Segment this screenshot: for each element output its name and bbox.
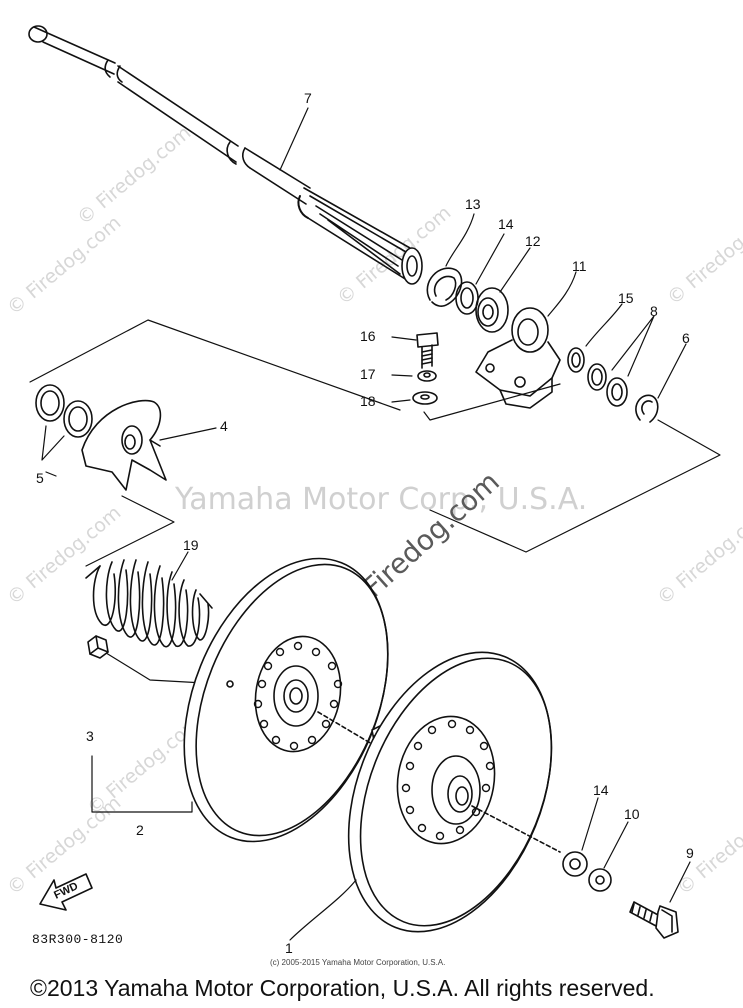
part-label-8: 8 [650,303,658,319]
bracket-11-part [475,307,561,409]
part-label-5: 5 [36,470,44,486]
cam-slider-4-part [81,399,167,491]
washer-17-part [417,370,437,382]
part-label-14-upper: 14 [498,216,514,232]
part-label-7: 7 [304,90,312,106]
fwd-arrow-icon [39,873,93,911]
bolt-16-part [416,332,439,369]
leader-lines [41,107,691,941]
footer-copyright: ©2013 Yamaha Motor Corporation, U.S.A. A… [30,975,655,1001]
drawing-code: 83R300-8120 [32,932,124,947]
bushing-15-part [567,347,585,373]
part-label-6: 6 [682,330,690,346]
part-label-1: 1 [285,940,293,956]
washer-14-lower-part [562,851,588,877]
part-label-2: 2 [136,822,144,838]
spring-19-part [85,559,213,648]
part-label-17: 17 [360,366,376,382]
shaft-part [28,25,423,285]
part-label-13: 13 [465,196,481,212]
circlip-6-part [635,394,659,423]
small-copyright: (c) 2005-2015 Yamaha Motor Corporation, … [270,958,446,967]
part-label-12: 12 [525,233,541,249]
washers-8-part [587,363,628,407]
washer-14-part [455,281,479,315]
part-label-14-lower: 14 [593,782,609,798]
washer-10-part [588,868,612,892]
primary-sheave-2-part [183,557,389,843]
part-label-10: 10 [624,806,640,822]
bolt-9-part [629,901,679,939]
part-label-9: 9 [686,845,694,861]
washer-18-part [412,391,438,405]
part-label-15: 15 [618,290,634,306]
part-label-11: 11 [572,258,587,274]
part-label-18: 18 [360,393,376,409]
secondary-sheave-1-part [347,651,561,933]
bearing-12-part [475,287,509,333]
nut-3-part [87,635,109,659]
part-label-16: 16 [360,328,376,344]
hub-axis-line [317,711,373,745]
part-label-19: 19 [183,537,199,553]
washers-5-part [35,384,93,438]
watermark-center-text: Yamaha Motor Corp., U.S.A. [175,482,588,517]
part-label-4: 4 [220,418,228,434]
part-label-3: 3 [86,728,94,744]
